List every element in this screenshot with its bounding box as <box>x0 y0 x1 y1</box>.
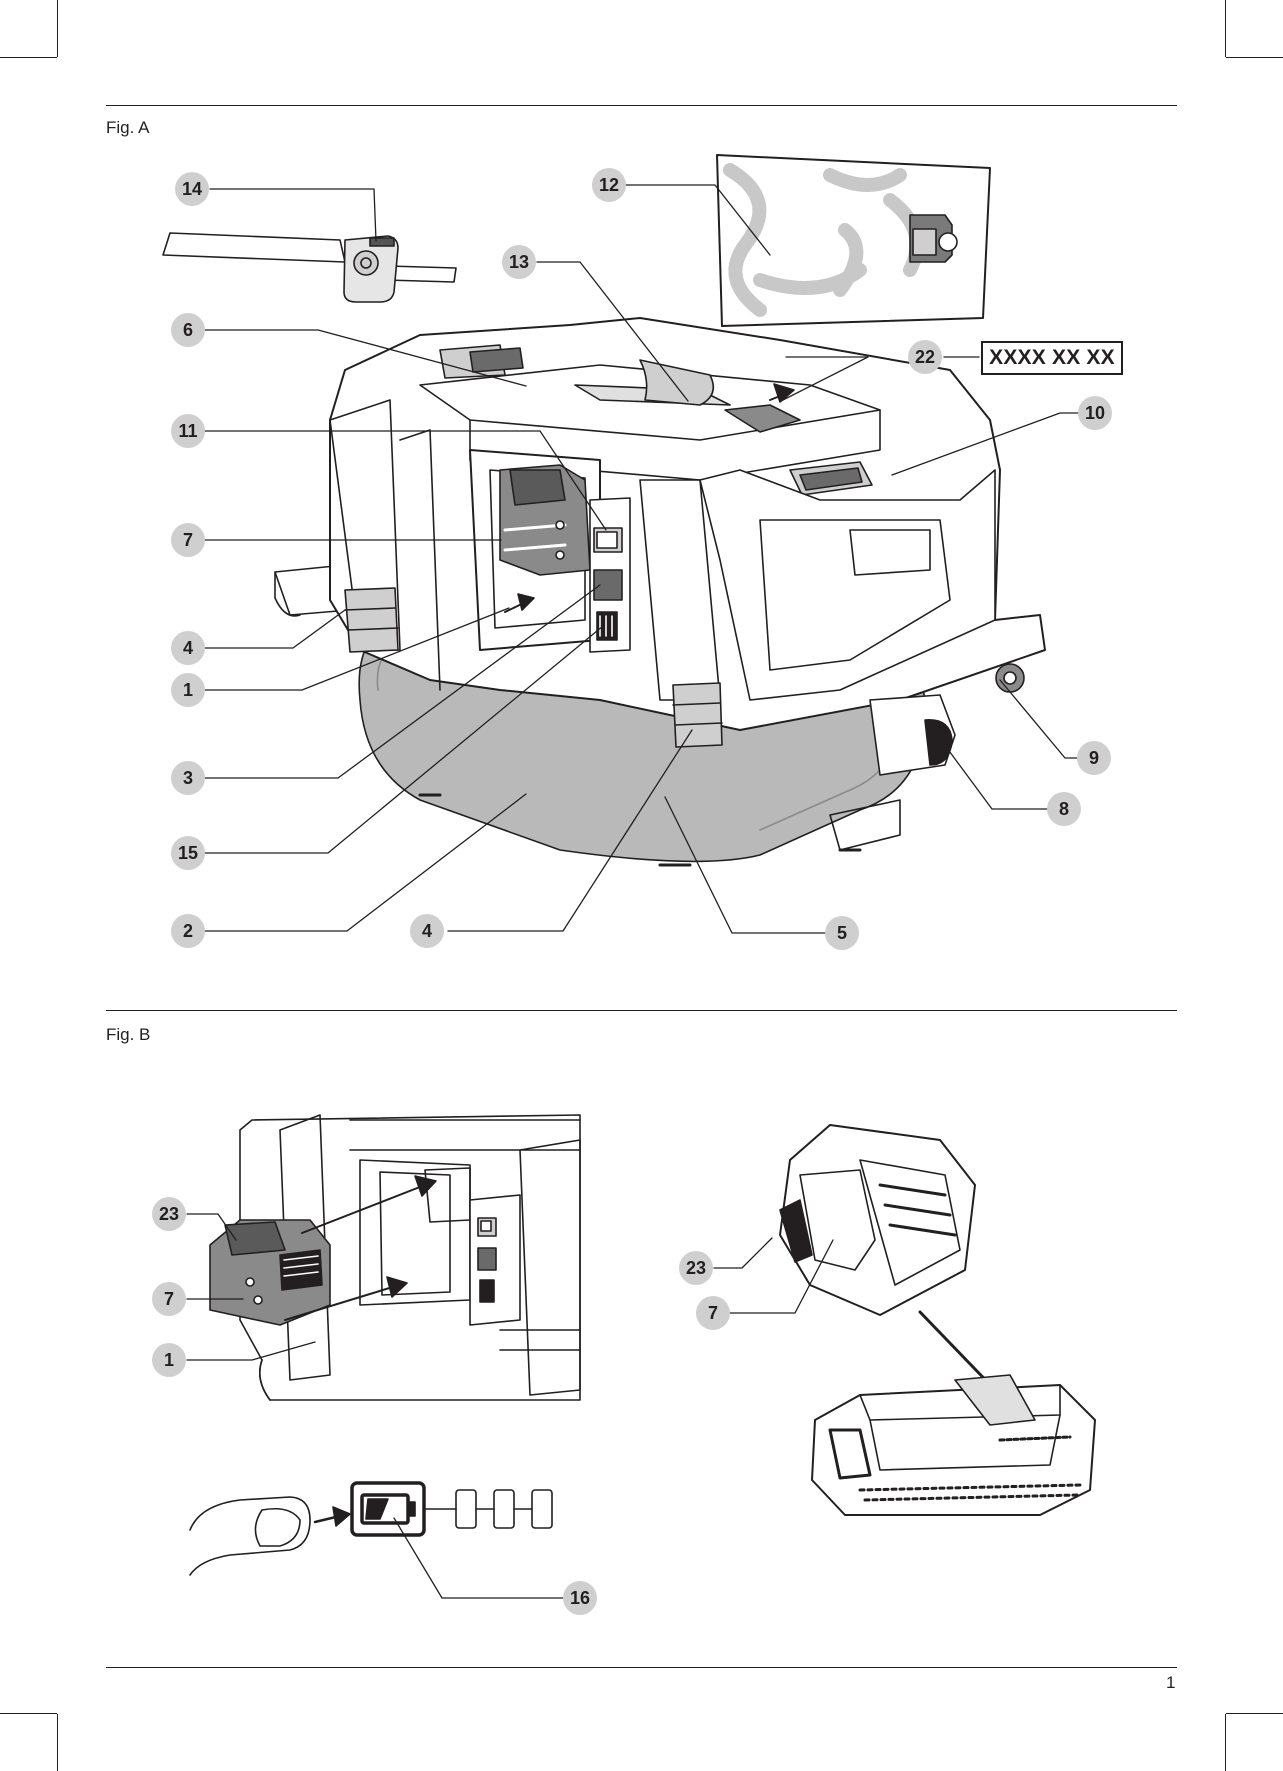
callout-8: 8 <box>1047 792 1081 826</box>
callout-6: 6 <box>171 313 205 347</box>
callout-16: 16 <box>563 1581 597 1615</box>
crop-mark <box>57 0 58 57</box>
callout-4-second: 4 <box>410 914 444 948</box>
bottom-rule <box>106 1667 1177 1668</box>
callout-7: 7 <box>171 523 205 557</box>
leader-lines-fig-a <box>204 184 1096 934</box>
callout-1-fig-b: 1 <box>152 1343 186 1377</box>
filter-bag-illustration <box>716 154 991 327</box>
callout-14: 14 <box>175 172 209 206</box>
crop-mark <box>1225 1714 1226 1771</box>
leader-lines-fig-b <box>186 1213 834 1599</box>
callout-7-right: 7 <box>696 1296 730 1330</box>
page-number: 1 <box>1166 1673 1176 1692</box>
callout-9: 9 <box>1077 741 1111 775</box>
callout-13: 13 <box>502 245 536 279</box>
crop-mark <box>1226 57 1283 58</box>
battery-insert-illustration <box>209 1114 581 1401</box>
callout-7-fig-b: 7 <box>152 1282 186 1316</box>
crop-mark <box>1225 0 1226 57</box>
vacuum-body-illustration <box>274 317 1046 867</box>
callout-1: 1 <box>171 673 205 707</box>
fuel-gauge-illustration <box>189 1481 553 1576</box>
charger-illustration <box>779 1124 1096 1516</box>
callout-10: 10 <box>1078 396 1112 430</box>
callout-12: 12 <box>592 168 626 202</box>
top-rule <box>106 105 1177 106</box>
callout-11: 11 <box>171 414 205 448</box>
callout-23-right: 23 <box>679 1251 713 1285</box>
fig-a-label: Fig. A <box>106 118 150 137</box>
strap-illustration <box>162 232 457 303</box>
crop-mark <box>1226 1713 1283 1714</box>
callout-22: 22 <box>908 340 942 374</box>
crop-mark <box>57 1714 58 1771</box>
callout-15: 15 <box>171 836 205 870</box>
callout-5: 5 <box>825 916 859 950</box>
fig-b-label: Fig. B <box>106 1025 151 1044</box>
crop-mark <box>0 57 57 58</box>
callout-23: 23 <box>152 1197 186 1231</box>
callout-4: 4 <box>171 631 205 665</box>
callout-2: 2 <box>171 914 205 948</box>
callout-3: 3 <box>171 761 205 795</box>
middle-rule <box>106 1010 1177 1011</box>
model-code-box: XXXX XX XX <box>981 341 1123 375</box>
crop-mark <box>0 1713 57 1714</box>
